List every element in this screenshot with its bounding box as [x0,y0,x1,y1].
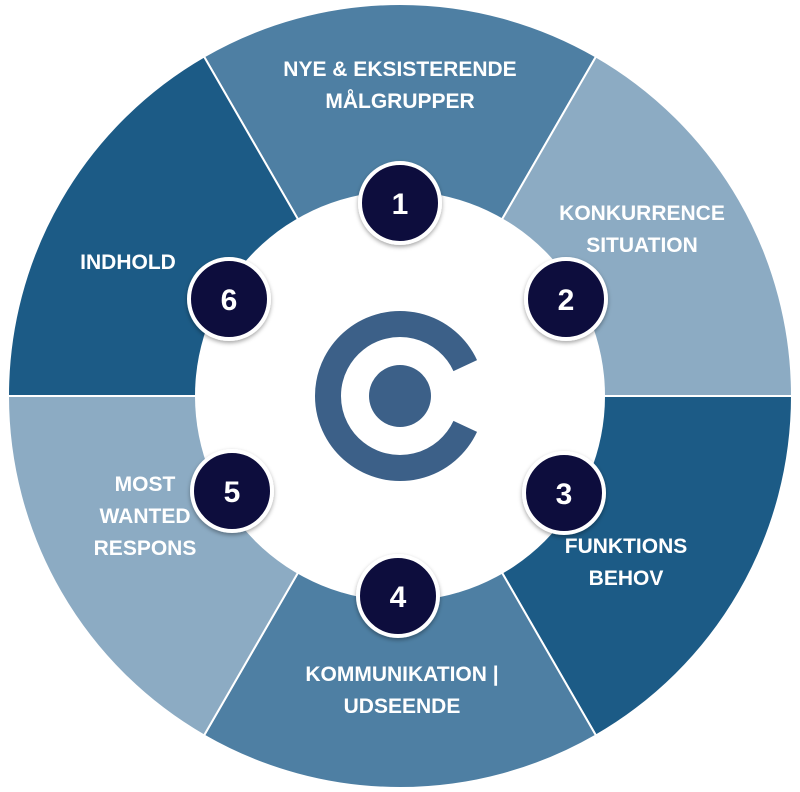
wheel-segments [6,3,794,789]
segment-label-2: KONKURRENCE SITUATION [559,202,725,257]
segment-label-line: NYE & EKSISTERENDE [283,58,516,81]
segment-label-line: FUNKTIONS [565,535,688,558]
segment-label-line: RESPONS [94,537,197,560]
step-badge-number: 6 [221,284,238,317]
step-badge-number: 2 [558,284,575,317]
step-badge-3: 3 [522,451,606,535]
segment-label-line: KOMMUNIKATION | [305,663,498,686]
step-badge-4: 4 [356,554,440,638]
step-badge-5: 5 [190,449,274,533]
step-badge-number: 1 [392,188,409,221]
step-badge-6: 6 [187,257,271,341]
step-badge-number: 3 [556,478,573,511]
step-badges: 1 2 3 4 5 6 [187,161,608,638]
segment-label-line: MOST [115,473,176,496]
step-badge-number: 4 [390,581,407,614]
step-badge-1: 1 [358,161,442,245]
segment-label-line: UDSEENDE [344,695,461,718]
logo-dot [369,365,431,427]
segment-label-line: MÅLGRUPPER [325,89,474,113]
segment-label-3: FUNKTIONS BEHOV [565,535,688,590]
c-ring-logo-icon [315,311,478,481]
segment-label-6: INDHOLD [80,251,176,274]
step-badge-2: 2 [524,257,608,341]
segment-label-line: BEHOV [589,567,664,590]
segment-label-line: WANTED [100,505,191,528]
segment-label-line: INDHOLD [80,251,176,274]
segment-labels: NYE & EKSISTERENDE MÅLGRUPPER KONKURRENCE S… [80,58,725,718]
step-badge-number: 5 [224,476,241,509]
segment-label-1: NYE & EKSISTERENDE MÅLGRUPPER [283,58,516,113]
segment-label-line: KONKURRENCE [559,202,725,225]
segment-label-4: KOMMUNIKATION | UDSEENDE [305,663,498,718]
segment-label-line: SITUATION [586,234,698,257]
logo-ring [315,311,478,481]
segment-label-5: MOST WANTED RESPONS [94,473,197,560]
